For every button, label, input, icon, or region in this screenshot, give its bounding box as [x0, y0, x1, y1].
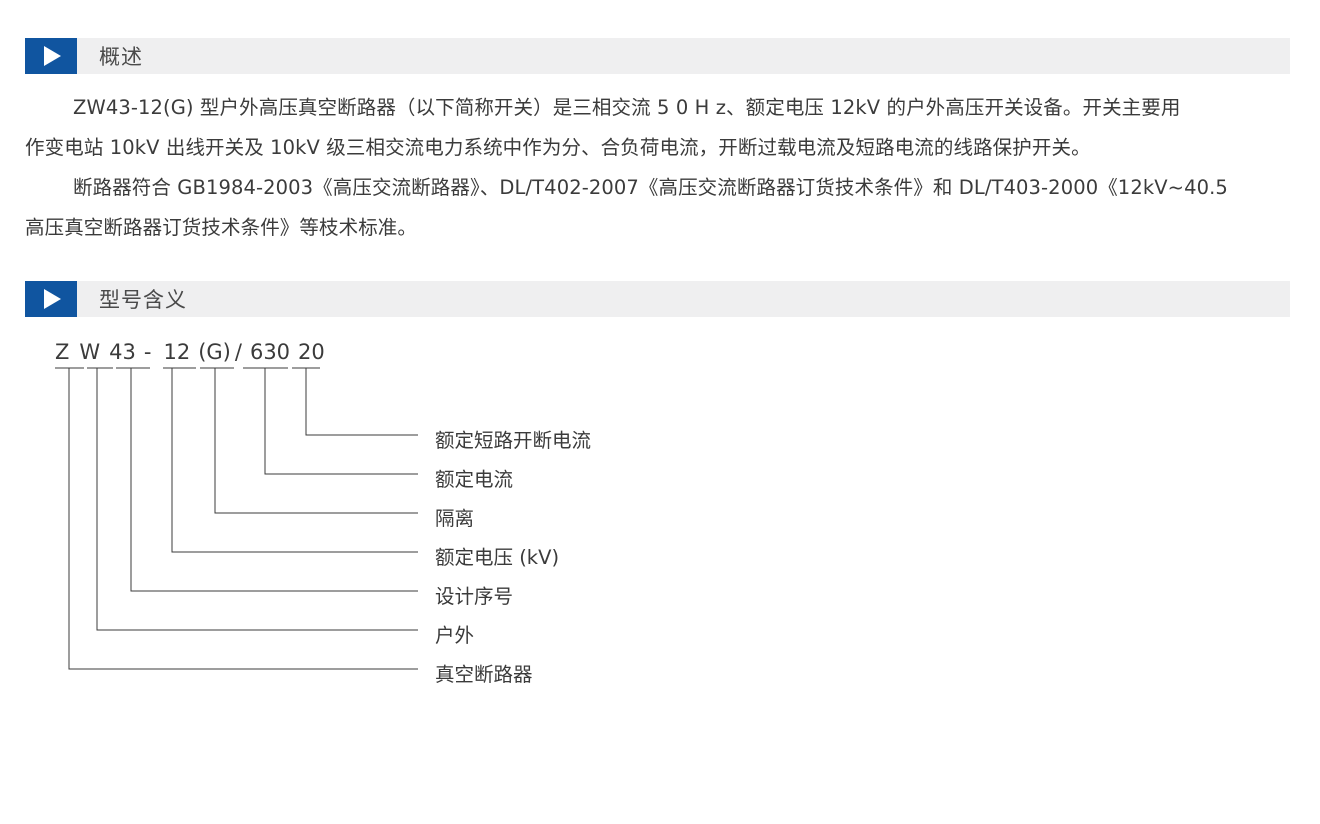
overview-paragraph-1: ZW43-12(G) 型户外高压真空断路器（以下简称开关）是三相交流 5 0 H…: [25, 88, 1320, 168]
leader-rated-current: [264, 368, 418, 475]
callout-leader-lines: [55, 367, 418, 670]
leader-rated-short-circuit-breaking-current: [305, 368, 418, 436]
paragraph-line: 高压真空断路器订货技术条件》等枝术标准。: [25, 216, 418, 239]
section-header-bar: 概述: [77, 38, 1290, 74]
callout-label-rated-current: 额定电流: [435, 468, 514, 491]
code-segment-z: Z: [55, 340, 70, 364]
callout-label-vacuum-circuit-breaker: 真空断路器: [435, 663, 533, 686]
code-segment-20: 20: [298, 340, 325, 364]
play-triangle-icon: [25, 281, 77, 317]
code-segment-g: (G): [198, 340, 231, 364]
code-segment-43: 43: [109, 340, 136, 364]
callout-label-design-serial-number: 设计序号: [435, 585, 514, 608]
leader-outdoor: [96, 368, 418, 631]
paragraph-line: ZW43-12(G) 型户外高压真空断路器（以下简称开关）是三相交流 5 0 H…: [73, 96, 1181, 119]
play-triangle-icon: [25, 38, 77, 74]
section-title-overview: 概述: [99, 45, 143, 69]
code-segment-12: 12: [163, 340, 191, 364]
overview-paragraph-2: 断路器符合 GB1984-2003《高压交流断路器》、DL/T402-2007《…: [25, 168, 1320, 248]
paragraph-line: 作变电站 10kV 出线开关及 10kV 级三相交流电力系统中作为分、合负荷电流…: [25, 136, 1091, 159]
leader-vacuum-circuit-breaker: [68, 368, 418, 670]
leader-design-serial-number: [130, 368, 418, 592]
section-header-model-meaning: 型号含义: [25, 281, 1290, 317]
leader-isolation: [214, 368, 418, 514]
leader-rated-voltage: [171, 368, 418, 553]
callout-label-isolation: 隔离: [435, 507, 475, 530]
paragraph-line: 断路器符合 GB1984-2003《高压交流断路器》、DL/T402-2007《…: [73, 176, 1228, 199]
callout-label-rated-short-circuit-breaking-current: 额定短路开断电流: [435, 429, 592, 452]
section-header-overview: 概述: [25, 38, 1290, 74]
code-segment-dash: -: [143, 340, 152, 364]
code-segment-630: 630: [249, 340, 291, 364]
callout-label-rated-voltage: 额定电压 (kV): [435, 546, 560, 569]
code-segment-w: W: [79, 340, 101, 364]
triangle-glyph: [44, 289, 61, 309]
section-header-bar: 型号含义: [77, 281, 1290, 317]
callout-label-outdoor: 户外: [435, 624, 475, 647]
section-title-model-meaning: 型号含义: [99, 288, 187, 312]
code-segment-slash: /: [234, 340, 242, 364]
triangle-glyph: [44, 46, 61, 66]
